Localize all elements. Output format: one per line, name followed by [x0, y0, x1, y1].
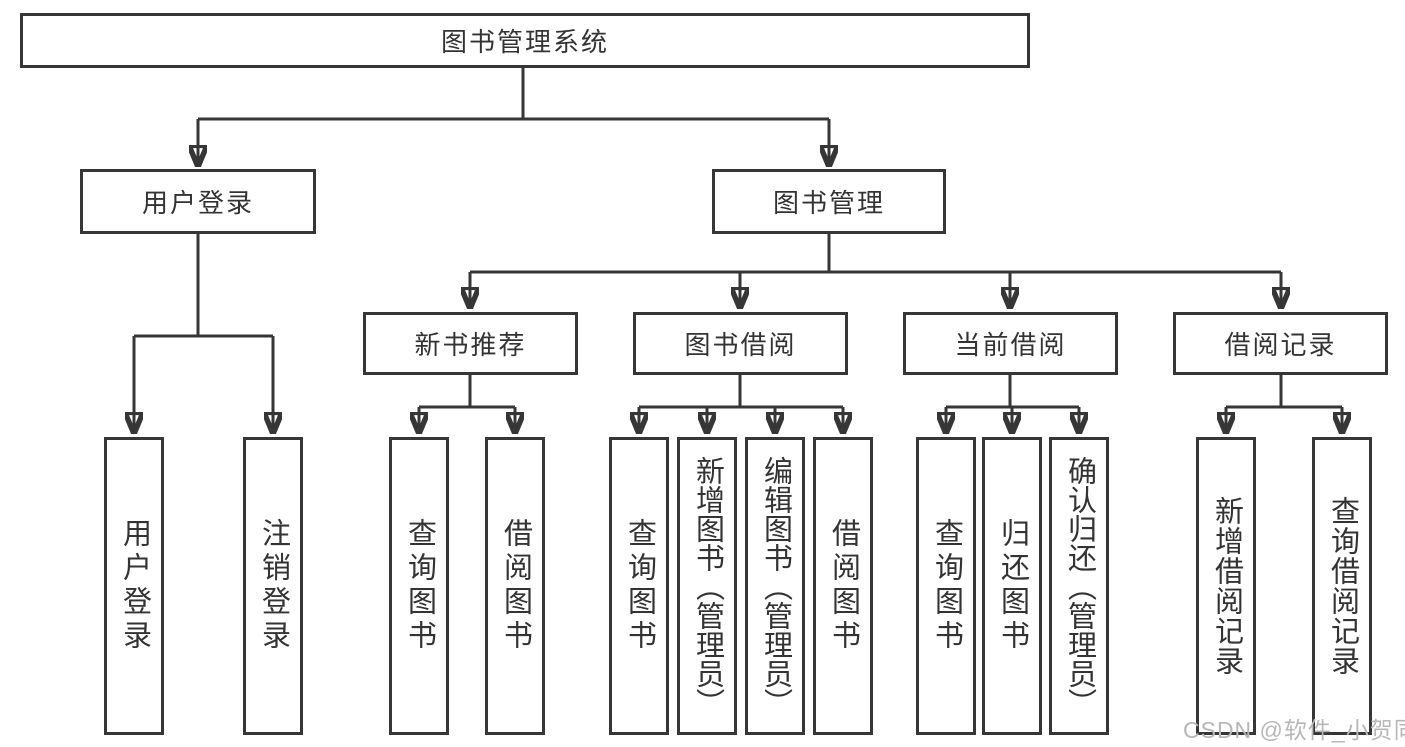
- node-borrow-records: 借阅记录: [1173, 312, 1388, 375]
- node-new-book-recommend: 新书推荐: [363, 312, 578, 375]
- node-leaf-bb-edit-books-admin: 编辑图书（管理员）: [745, 437, 805, 735]
- node-leaf-bb-borrow-books: 借阅图书: [813, 437, 873, 735]
- node-leaf-br-add-record: 新增借阅记录: [1196, 437, 1256, 735]
- node-leaf-user-login-label: 用户登录: [118, 518, 151, 654]
- node-leaf-bb-edit-books-admin-label: 编辑图书（管理员）: [759, 455, 792, 717]
- node-leaf-logout: 注销登录: [243, 437, 303, 735]
- node-library-system-label: 图书管理系统: [440, 27, 609, 57]
- node-leaf-cb-query-books-label: 查询图书: [930, 518, 963, 654]
- node-leaf-bb-query-books-label: 查询图书: [623, 518, 656, 654]
- node-leaf-br-add-record-label: 新增借阅记录: [1210, 496, 1243, 676]
- node-book-borrow-label: 图书借阅: [684, 330, 797, 360]
- node-leaf-bb-borrow-books-label: 借阅图书: [827, 518, 860, 654]
- node-book-management: 图书管理: [712, 169, 946, 234]
- node-leaf-bb-query-books: 查询图书: [609, 437, 669, 735]
- node-leaf-cb-query-books: 查询图书: [916, 437, 976, 735]
- node-book-borrow: 图书借阅: [633, 312, 848, 375]
- node-leaf-nb-query-books: 查询图书: [389, 437, 449, 735]
- node-leaf-logout-label: 注销登录: [257, 518, 290, 654]
- node-leaf-bb-add-books-admin: 新增图书（管理员）: [677, 437, 737, 735]
- node-borrow-records-label: 借阅记录: [1224, 330, 1337, 360]
- node-leaf-nb-borrow-books: 借阅图书: [485, 437, 545, 735]
- node-leaf-cb-return-books: 归还图书: [982, 437, 1042, 735]
- node-leaf-nb-query-books-label: 查询图书: [403, 518, 436, 654]
- node-leaf-bb-add-books-admin-label: 新增图书（管理员）: [691, 455, 724, 717]
- csdn-watermark: CSDN @软件_小贺同学: [1183, 717, 1405, 743]
- node-library-system: 图书管理系统: [20, 13, 1030, 68]
- node-book-management-label: 图书管理: [772, 188, 885, 218]
- node-leaf-cb-confirm-return-admin-label: 确认归还（管理员）: [1063, 455, 1096, 717]
- node-leaf-br-query-record: 查询借阅记录: [1312, 437, 1372, 735]
- node-leaf-cb-return-books-label: 归还图书: [996, 518, 1029, 654]
- node-current-borrow: 当前借阅: [903, 312, 1118, 375]
- node-current-borrow-label: 当前借阅: [954, 330, 1067, 360]
- node-new-book-recommend-label: 新书推荐: [414, 330, 527, 360]
- node-leaf-cb-confirm-return-admin: 确认归还（管理员）: [1049, 437, 1109, 735]
- node-user-login-label: 用户登录: [141, 188, 254, 218]
- node-leaf-user-login: 用户登录: [104, 437, 164, 735]
- node-leaf-br-query-record-label: 查询借阅记录: [1326, 496, 1359, 676]
- node-user-login: 用户登录: [80, 169, 316, 234]
- node-leaf-nb-borrow-books-label: 借阅图书: [499, 518, 532, 654]
